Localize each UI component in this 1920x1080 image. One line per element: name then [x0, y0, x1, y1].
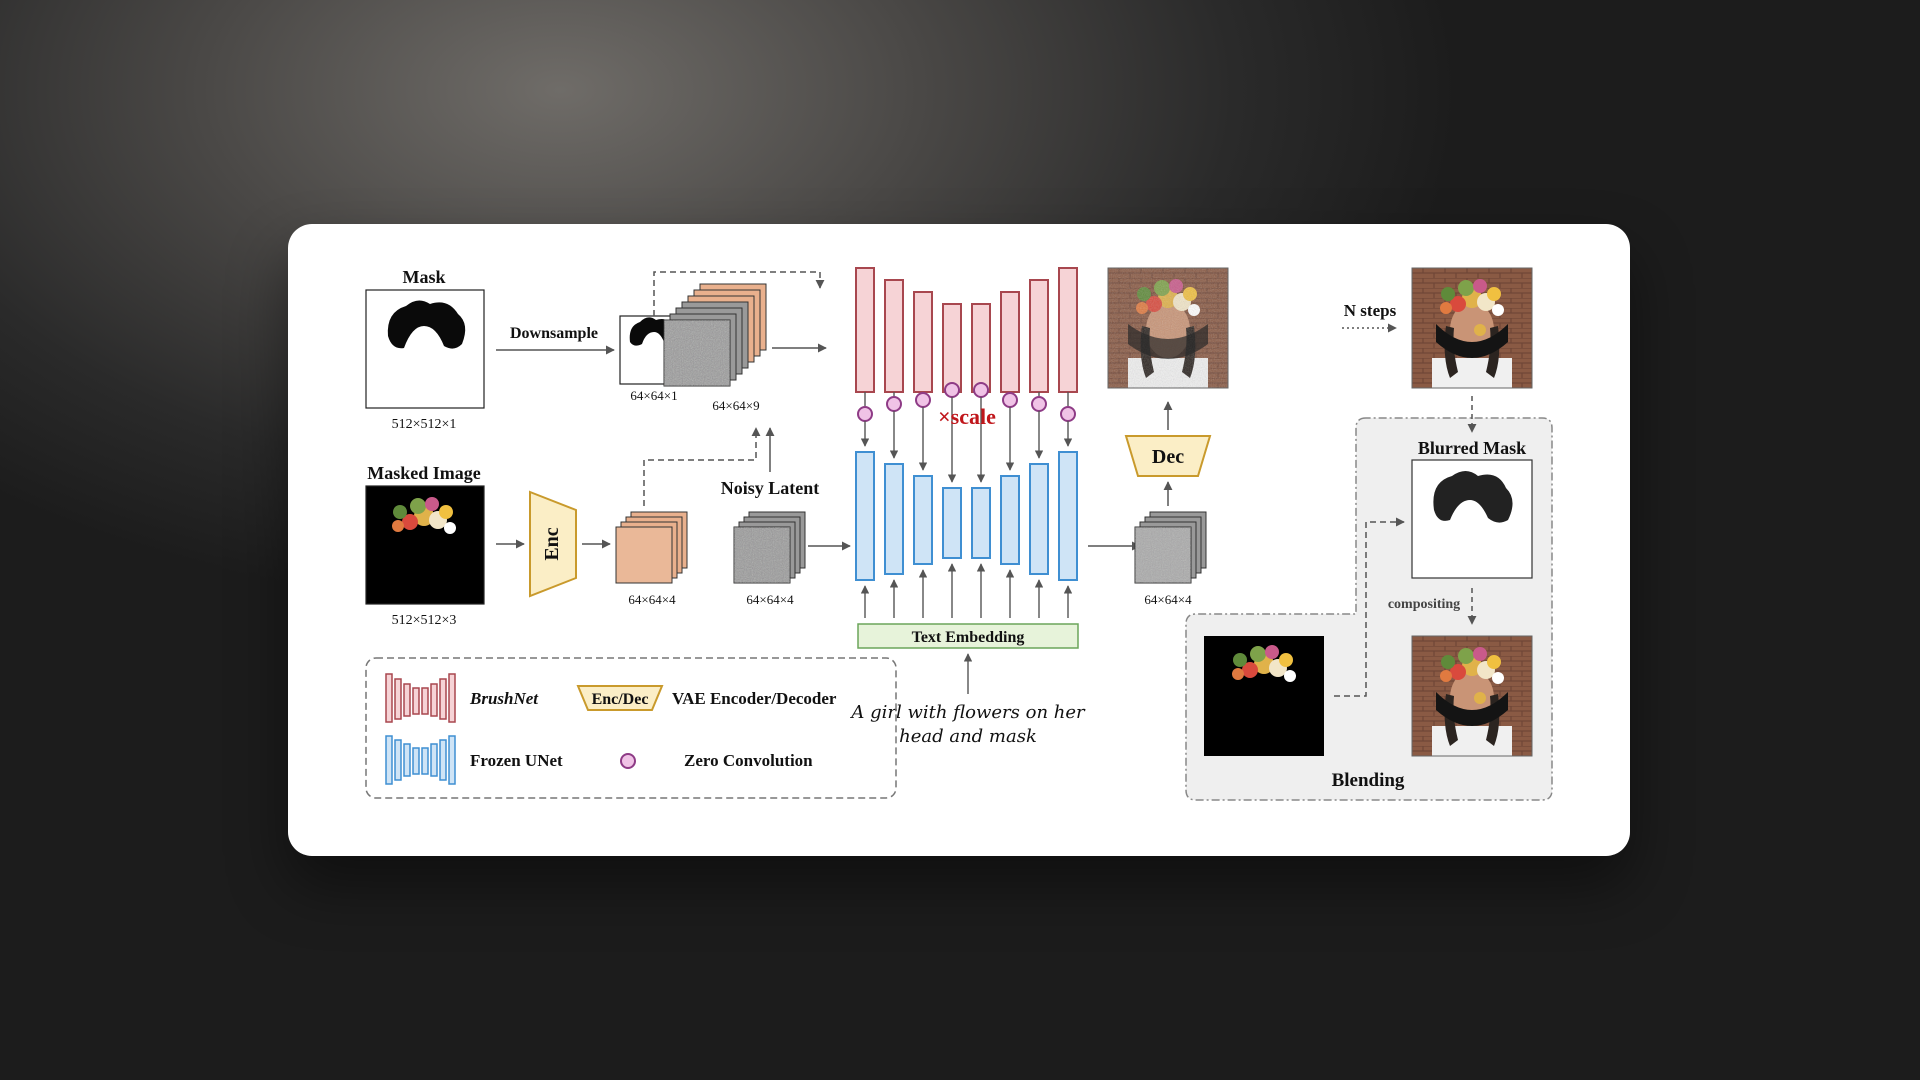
blending-label: Blending: [1332, 770, 1405, 791]
final-blended-image: [1411, 635, 1533, 757]
prompt-line-1: A girl with flowers on her: [849, 702, 1086, 723]
concat-dim: 64×64×9: [712, 398, 759, 413]
mask-dim: 512×512×1: [392, 417, 457, 432]
vae-encoder-block: [529, 490, 577, 598]
prompt-line-2: head and mask: [899, 726, 1037, 747]
legend-frozen-unet-icon: [385, 735, 456, 785]
vae-decoder-block: [1124, 435, 1212, 477]
blurred-mask-title: Blurred Mask: [1418, 438, 1526, 458]
output-latent-dim: 64×64×4: [1144, 592, 1192, 607]
blurred-mask-shape: [1433, 471, 1513, 523]
mask-shape: [387, 300, 466, 349]
noisy-latent-stack: [733, 511, 806, 584]
legend-zero-conv-label: Zero Convolution: [684, 751, 813, 770]
legend-brushnet-label: BrushNet: [469, 689, 539, 708]
latent-to-concat-dashed-arrow: [643, 427, 761, 506]
noisy-latent-title: Noisy Latent: [721, 478, 820, 498]
masked-image-dim: 512×512×3: [392, 613, 457, 628]
text-embedding-box: [857, 623, 1079, 649]
noisy-latent-dim: 64×64×4: [746, 592, 794, 607]
downsampled-mask-dim: 64×64×1: [630, 388, 677, 403]
text-embedding-arrows: [860, 563, 1073, 618]
legend-encdec-box-label: Enc/Dec: [592, 691, 649, 708]
zero-convolution-links: [857, 382, 1076, 483]
legend-box: [365, 657, 897, 799]
compositing-label: compositing: [1388, 597, 1460, 612]
mask-title: Mask: [402, 267, 445, 287]
n-steps-label: N steps: [1344, 301, 1397, 320]
decoded-noisy-image: [1107, 267, 1229, 389]
legend-encdec-icon: [576, 685, 664, 711]
encoded-latent-stack: [615, 511, 688, 584]
text-embedding-label: Text Embedding: [912, 629, 1025, 646]
dec-label: Dec: [1152, 446, 1184, 468]
output-latent-stack: [1134, 511, 1207, 584]
brushnet-network: [855, 267, 1078, 393]
enc-label: Enc: [541, 527, 563, 560]
diagram-card: Mask 512×512×1 Downsample 64×64×1 64×64×…: [288, 224, 1630, 856]
brushnet-architecture-diagram: Mask 512×512×1 Downsample 64×64×1 64×64×…: [365, 267, 1553, 801]
masked-to-blurred-mask-arrow: [1334, 517, 1405, 697]
concat-latent-stack: [663, 283, 767, 387]
generated-image: [1411, 267, 1533, 389]
legend-encdec-desc: VAE Encoder/Decoder: [672, 689, 837, 708]
legend-frozen-unet-label: Frozen UNet: [470, 751, 563, 770]
legend-zero-conv-icon: [620, 753, 636, 769]
scale-label: ×scale: [938, 404, 996, 429]
downsample-label: Downsample: [510, 325, 598, 342]
frozen-unet-network: [855, 451, 1078, 581]
masked-image-title: Masked Image: [367, 463, 481, 483]
mask-to-concat-dashed-arrow: [653, 271, 825, 316]
legend-brushnet-icon: [385, 673, 456, 723]
latent-dim: 64×64×4: [628, 592, 676, 607]
